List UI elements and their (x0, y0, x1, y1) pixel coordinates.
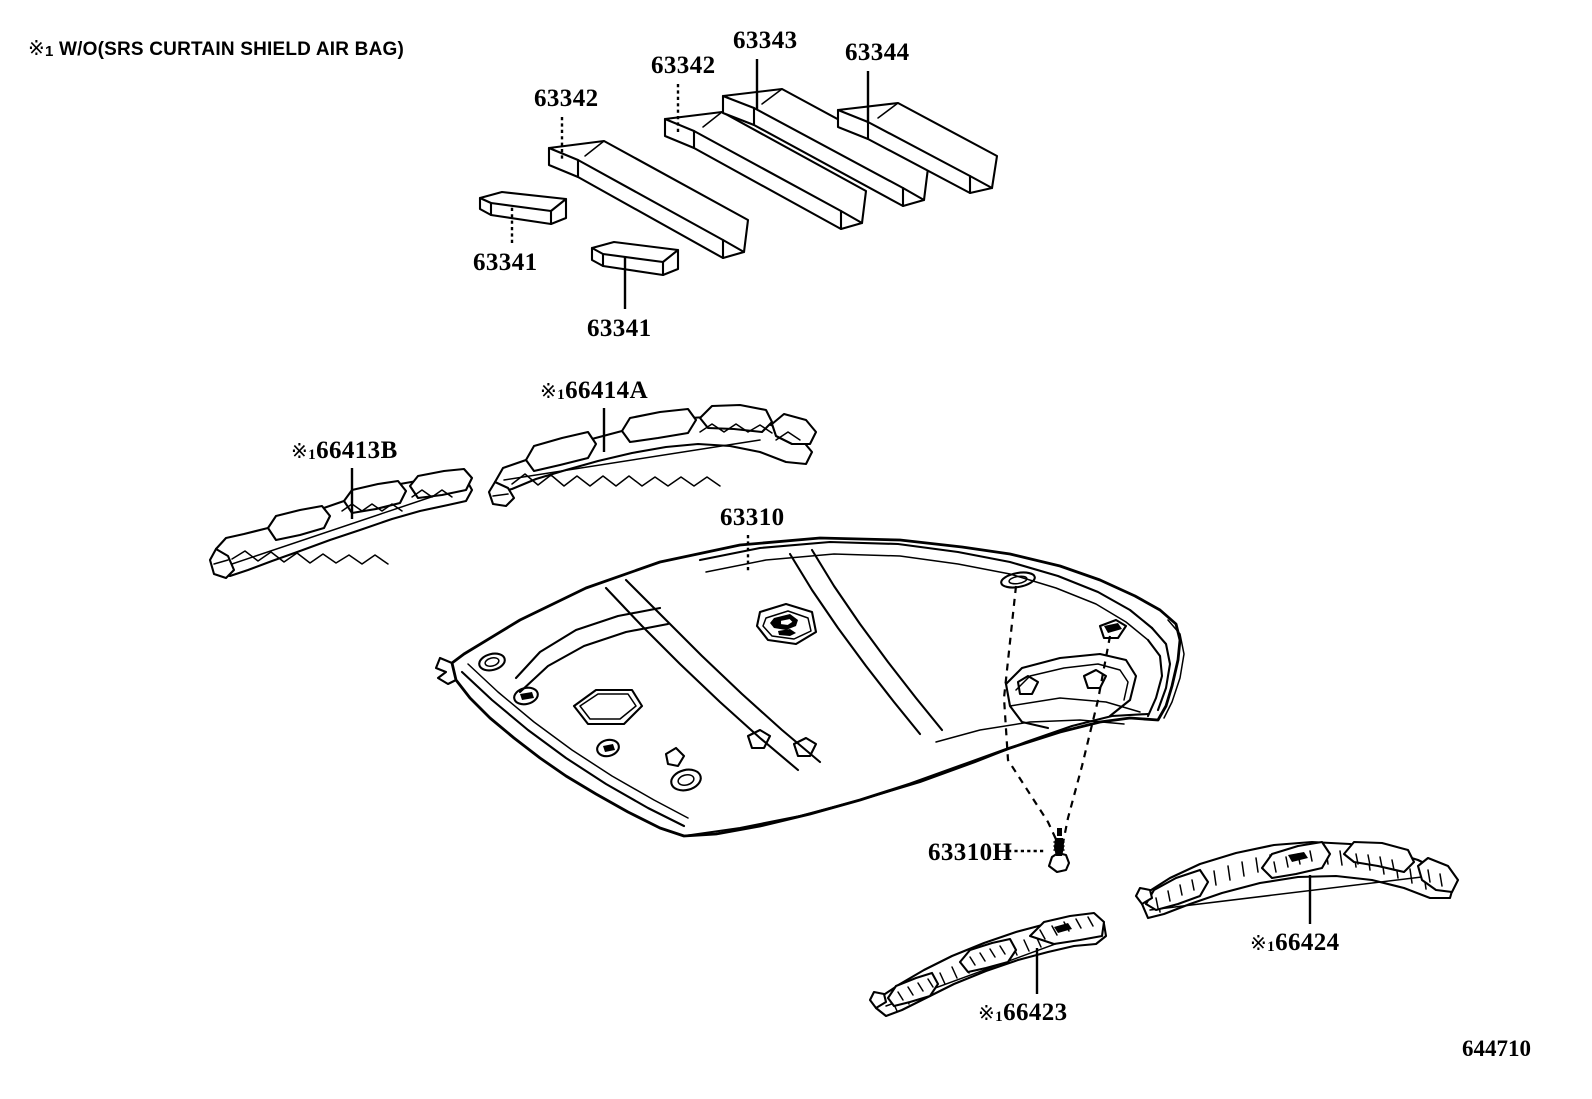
asterisk-mark-icon: ※ (1250, 931, 1268, 955)
clip-hole-group-right (1000, 571, 1128, 640)
part-label-63342-front[interactable]: 63342 (534, 85, 599, 112)
part-label-63341-lower[interactable]: 63341 (587, 315, 652, 342)
mark-index: 1 (1267, 939, 1276, 955)
diagram-note: ※1 W/O(SRS CURTAIN SHIELD AIR BAG) (28, 38, 404, 59)
part-shape-63343 (721, 87, 930, 208)
part-shape-63341-lower (590, 240, 680, 277)
asterisk-mark-icon: ※ (978, 1001, 996, 1025)
mark-index: 1 (308, 447, 317, 463)
part-label-66423[interactable]: ※166423 (978, 1000, 1068, 1025)
part-label-66424[interactable]: ※166424 (1250, 930, 1340, 955)
part-shape-63341-upper (478, 190, 568, 226)
part-shape-63342-center (663, 110, 868, 231)
mark-index: 1 (995, 1009, 1004, 1025)
part-label-63343[interactable]: 63343 (733, 27, 798, 54)
dome-lamp-cutout (755, 602, 818, 646)
part-number: 66423 (1003, 999, 1068, 1026)
part-label-63342-center[interactable]: 63342 (651, 52, 716, 79)
part-shape-63310H-clip (1047, 828, 1071, 874)
part-label-66414A[interactable]: ※166414A (540, 378, 648, 403)
figure-number: 644710 (1462, 1036, 1531, 1061)
clip-callout-lines (1002, 585, 1112, 849)
part-shape-63310-headliner (434, 536, 1185, 838)
part-shape-66423 (868, 911, 1108, 1018)
part-label-63344[interactable]: 63344 (845, 39, 910, 66)
part-shape-66424 (1134, 840, 1460, 920)
part-shape-63344 (836, 101, 999, 195)
note-text: W/O(SRS CURTAIN SHIELD AIR BAG) (53, 39, 405, 60)
asterisk-mark-icon: ※ (540, 379, 558, 403)
clip-hole-group-left (478, 652, 702, 792)
part-shape-66414A (487, 403, 818, 508)
asterisk-mark-icon: ※ (291, 439, 309, 463)
asterisk-mark-icon: ※ (28, 36, 45, 60)
note-mark-index: 1 (44, 43, 54, 60)
part-shape-66413B (208, 467, 474, 580)
part-number: 66414A (565, 377, 649, 404)
part-number: 66424 (1275, 929, 1340, 956)
part-shape-63342-front (547, 139, 750, 260)
clip-hole-group-rear (664, 728, 818, 768)
part-label-63310H[interactable]: 63310H (928, 839, 1013, 866)
leader-lines (350, 59, 1312, 994)
part-number: 66413B (316, 437, 398, 464)
part-label-63310[interactable]: 63310 (720, 504, 785, 531)
part-label-66413B[interactable]: ※166413B (291, 438, 398, 463)
mark-index: 1 (557, 387, 566, 403)
part-label-63341-upper[interactable]: 63341 (473, 249, 538, 276)
